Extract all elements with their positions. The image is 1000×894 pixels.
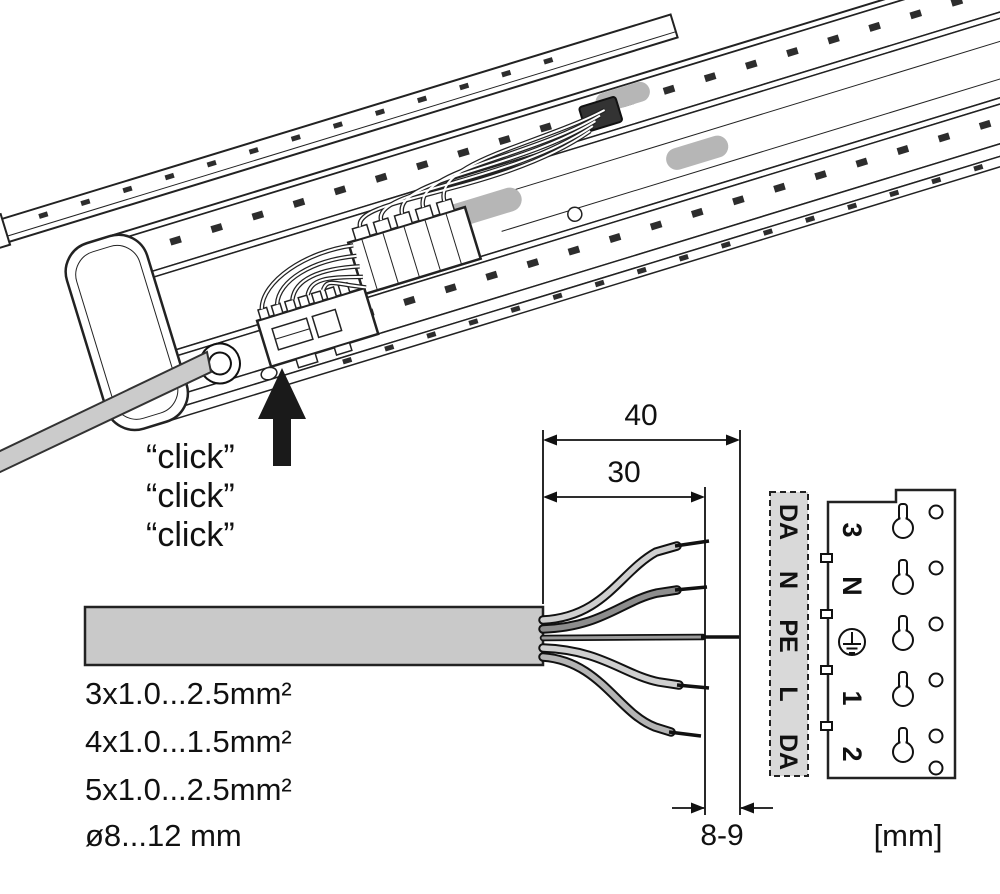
wire [538,585,708,634]
terminal-number: 1 [837,690,867,705]
terminal-number: 2 [837,746,867,761]
wire-bundle-a [357,107,606,228]
unit-label: [mm] [874,818,943,853]
screw-hole [260,366,278,381]
wire [538,652,702,738]
wire [538,539,710,625]
spec-item: ø8...12 mm [85,818,242,853]
wire [538,643,710,690]
terminal-strip-label: L [774,686,802,701]
terminal-strip-label: N [774,571,802,589]
click-label: “click” [146,438,235,476]
stripping-diagram: 40 30 [83,399,773,852]
led-strip-lower [320,119,992,331]
keyhole-entries [892,503,914,763]
far-rail [0,13,679,252]
connector-block: 3 N 1 2 [820,488,957,780]
terminal-strip-label: PE [774,619,802,652]
dali-terminal-strip: DA N PE L DA [769,491,809,777]
terminal-number: N [837,576,867,596]
click-label: “click” [146,516,235,554]
dimension-8-9: 8-9 [672,802,773,852]
internal-connector [346,197,483,296]
grommet-blob [666,135,729,170]
dim-30-label: 30 [607,456,640,489]
cable-spec-list: 3x1.0...2.5mm² 4x1.0...1.5mm² 5x1.0...2.… [85,676,292,853]
spec-item: 4x1.0...1.5mm² [85,724,292,759]
terminal-number: 3 [837,522,867,537]
mains-cable-flat [0,350,213,474]
test-holes [928,504,944,776]
click-annotation: “click” “click” “click” [146,438,235,554]
luminaire-drawing [0,0,1000,432]
terminal-strip-label: DA [774,504,802,540]
spec-item: 5x1.0...2.5mm² [85,772,292,807]
dimension-30: 30 [543,456,705,503]
dim-40-label: 40 [624,399,657,432]
wiring-tray [346,81,729,296]
dim-8-9-label: 8-9 [700,819,743,852]
mounting-hole [567,206,583,222]
earth-symbol-icon [838,628,866,656]
wire-bundle-b [259,243,367,310]
wire [539,633,739,642]
insert-arrow-icon [258,368,306,466]
click-label: “click” [146,477,235,515]
cable-sheath [83,605,545,667]
cable-wires [538,539,739,738]
dimension-40: 40 [543,399,740,446]
spec-item: 3x1.0...2.5mm² [85,676,292,711]
pushin-terminal [255,281,380,369]
near-edge-ticks [342,164,984,365]
far-rail-ticks [38,57,554,219]
terminal-strip-label: DA [774,734,802,770]
